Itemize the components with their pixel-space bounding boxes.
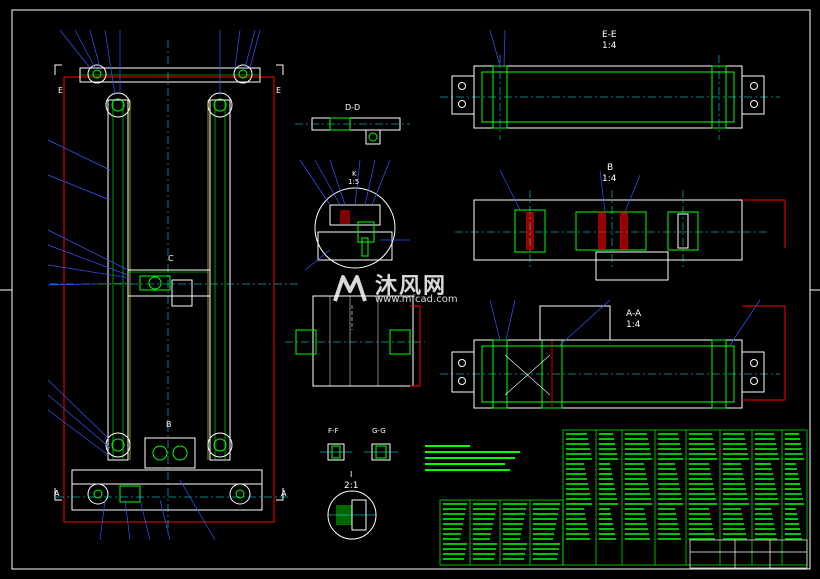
section-aa-title: A-A: [626, 309, 642, 319]
section-b-scale: 1:4: [602, 174, 617, 184]
section-ee-scale: 1:4: [602, 41, 617, 51]
bom-table-right: [562, 429, 808, 566]
section-gg-title: G-G: [372, 427, 386, 435]
base-frame: [71, 469, 263, 485]
section-ee-title: E-E: [602, 30, 617, 40]
lower-left-sprocket: [105, 432, 131, 458]
middle-block-view: [285, 295, 425, 387]
section-i-title: I: [350, 470, 353, 479]
section-b-title: B: [607, 163, 614, 173]
section-ff-title: F-F: [328, 427, 339, 435]
section-i-scale: 2:1: [344, 481, 359, 491]
mark-a-left: A: [54, 489, 60, 498]
mark-e-right: E: [276, 86, 282, 95]
detail-k: [299, 159, 410, 271]
view-ee: [440, 29, 780, 140]
lower-right-sprocket: [207, 432, 233, 458]
upper-left-sprocket: [105, 92, 131, 118]
mark-c: C: [168, 254, 174, 263]
bom-table-left: [439, 499, 564, 566]
view-b: [455, 169, 786, 281]
top-left-pulley: [87, 64, 107, 84]
technical-notes: [425, 445, 520, 471]
title-block: [689, 539, 808, 569]
top-right-pulley: [233, 64, 253, 84]
upper-right-sprocket: [207, 92, 233, 118]
leader-lines-left: [47, 29, 261, 541]
view-dd: [295, 117, 410, 145]
gearbox: [144, 437, 196, 469]
red-envelope: [63, 76, 275, 523]
section-k-scale: 1:5: [348, 178, 360, 186]
view-gg: [364, 443, 398, 461]
watermark-url: www.mfcad.com: [375, 294, 458, 305]
section-k-title: K: [352, 170, 357, 178]
view-ff: [320, 443, 352, 461]
view-aa: [440, 299, 786, 409]
mark-e-left: E: [58, 86, 64, 95]
watermark-brand: 沐风网: [375, 274, 448, 299]
right-column: [209, 99, 231, 461]
detail-i: [327, 490, 377, 540]
section-aa-scale: 1:4: [626, 320, 641, 330]
mark-b: B: [166, 420, 172, 429]
mark-a-right: A: [281, 489, 287, 498]
left-column: [107, 99, 129, 461]
section-dd-title: D-D: [345, 103, 361, 112]
main-front-view: [47, 29, 300, 541]
base-left-wheel: [87, 483, 109, 505]
base-right-wheel: [229, 483, 251, 505]
bom-rows: [443, 433, 804, 560]
watermark-logo-icon: [331, 271, 369, 305]
